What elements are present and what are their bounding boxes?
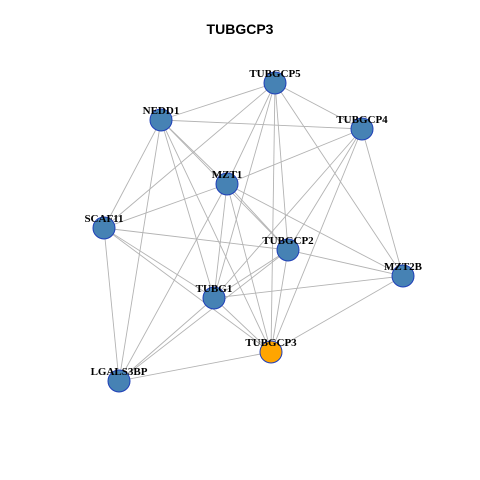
edge-scaf11-tubgcp2 (103, 227, 289, 251)
edge-tubgcp2-tubgcp3 (270, 249, 289, 353)
node-nedd1 (149, 108, 173, 132)
edge-tubgcp4-tubgcp3 (270, 128, 363, 353)
edge-tubgcp5-tubg1 (213, 82, 276, 299)
edge-tubg1-tubgcp3 (213, 297, 272, 353)
edge-tubgcp5-tubgcp3 (270, 82, 276, 353)
node-tubgcp2 (276, 238, 300, 262)
edge-tubgcp4-tubgcp2 (287, 128, 363, 251)
node-label-tubgcp4: TUBGCP4 (336, 114, 388, 126)
node-label-tubgcp5: TUBGCP5 (249, 68, 301, 80)
edge-tubgcp2-mzt2b (287, 249, 404, 277)
edge-nedd1-scaf11 (103, 119, 162, 229)
node-tubgcp3 (259, 340, 283, 364)
node-layer (92, 71, 415, 393)
edge-tubgcp5-mzt1 (226, 82, 276, 185)
edge-scaf11-lgals3bp (103, 227, 120, 382)
edge-tubgcp5-nedd1 (160, 82, 276, 121)
node-tubgcp4 (350, 117, 374, 141)
node-mzt2b (391, 264, 415, 288)
edge-tubgcp5-tubgcp2 (274, 82, 289, 251)
edge-nedd1-tubgcp3 (160, 119, 272, 353)
edge-mzt1-scaf11 (103, 183, 228, 229)
node-label-mzt1: MZT1 (212, 169, 243, 181)
node-tubgcp5 (263, 71, 287, 95)
edge-tubgcp5-tubgcp4 (274, 82, 363, 130)
edge-mzt1-mzt2b (226, 183, 404, 277)
edge-tubgcp3-lgals3bp (118, 351, 272, 382)
node-mzt1 (215, 172, 239, 196)
edge-tubgcp2-lgals3bp (118, 249, 289, 382)
node-tubg1 (202, 286, 226, 310)
node-label-tubg1: TUBG1 (196, 283, 233, 295)
edge-tubgcp4-mzt2b (361, 128, 404, 277)
node-label-mzt2b: MZT2B (384, 261, 423, 273)
edge-tubgcp5-mzt2b (274, 82, 404, 277)
edge-tubgcp4-mzt1 (226, 128, 363, 185)
edge-tubgcp2-tubg1 (213, 249, 289, 299)
edge-mzt1-tubg1 (213, 183, 228, 299)
node-lgals3bp (107, 369, 131, 393)
edge-nedd1-tubg1 (160, 119, 215, 299)
node-label-nedd1: NEDD1 (143, 105, 180, 117)
edge-tubg1-lgals3bp (118, 297, 215, 382)
node-scaf11 (92, 216, 116, 240)
label-layer: TUBGCP5NEDD1TUBGCP4MZT1SCAF11TUBGCP2MZT2… (84, 68, 422, 378)
node-label-lgals3bp: LGALS3BP (91, 366, 148, 378)
edge-mzt1-tubgcp3 (226, 183, 272, 353)
node-label-scaf11: SCAF11 (84, 213, 123, 225)
figure-title: TUBGCP3 (206, 21, 274, 37)
edge-mzt2b-tubgcp3 (270, 275, 404, 353)
edge-nedd1-tubgcp4 (160, 119, 363, 130)
edge-tubgcp5-scaf11 (103, 82, 276, 229)
edge-mzt1-lgals3bp (118, 183, 228, 382)
edge-scaf11-tubgcp3 (103, 227, 272, 353)
edge-layer (103, 82, 404, 382)
edge-scaf11-tubg1 (103, 227, 215, 299)
node-label-tubgcp2: TUBGCP2 (262, 235, 314, 247)
node-label-tubgcp3: TUBGCP3 (245, 337, 297, 349)
edge-mzt1-tubgcp2 (226, 183, 289, 251)
edge-mzt2b-tubg1 (213, 275, 404, 299)
edge-tubgcp4-tubg1 (213, 128, 363, 299)
